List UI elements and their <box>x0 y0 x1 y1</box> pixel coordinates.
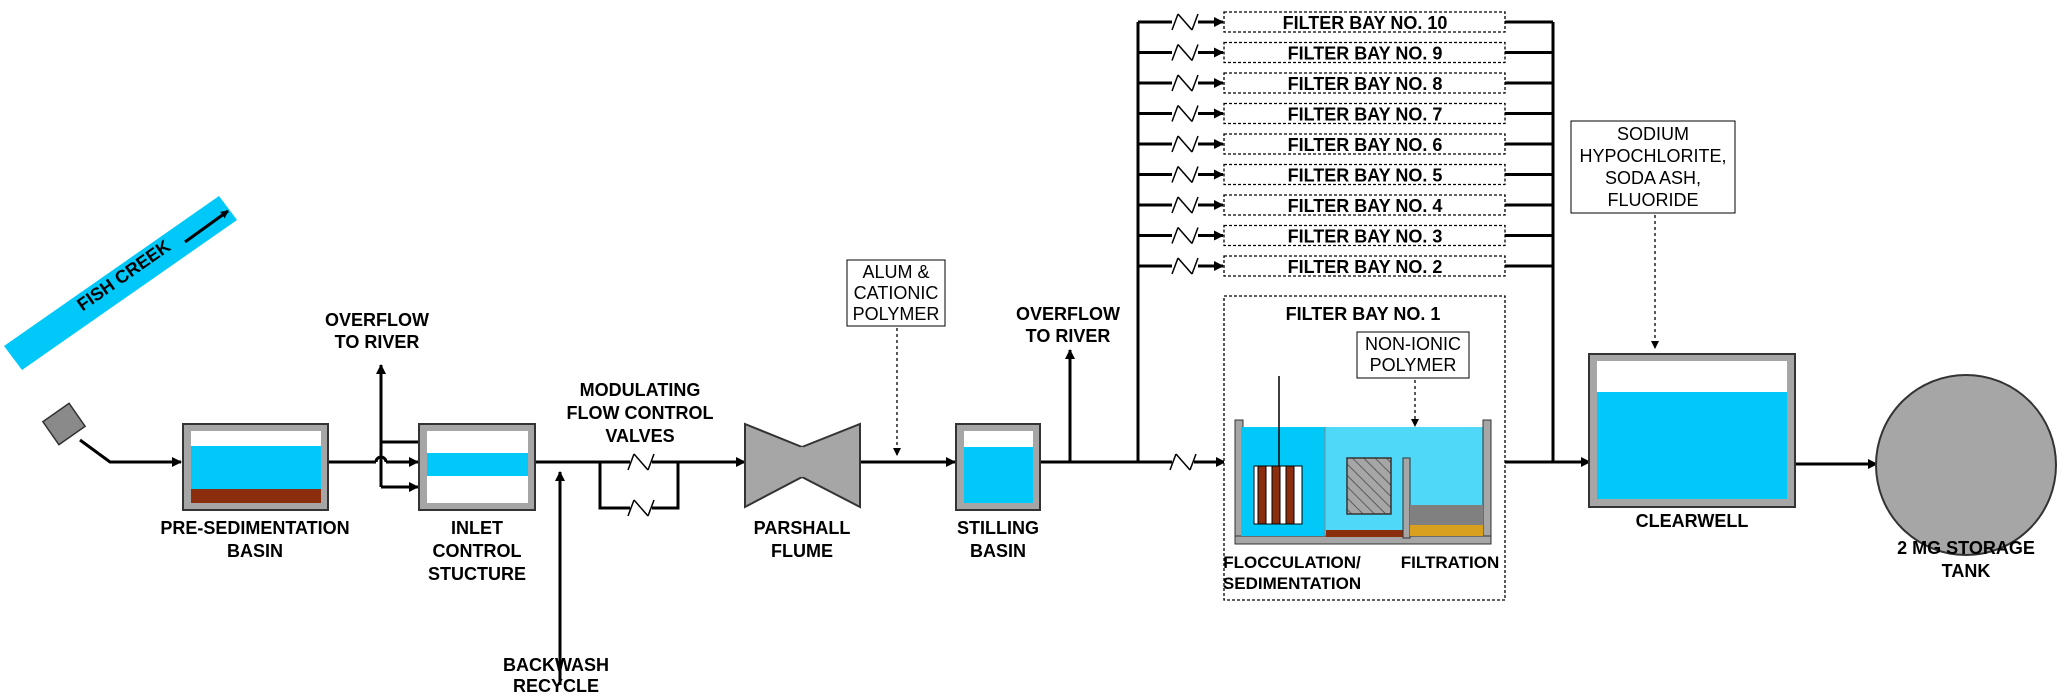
inlet-control-structure: INLET CONTROL STUCTURE <box>418 423 536 584</box>
storage-label-1: 2 MG STORAGE <box>1897 538 2035 558</box>
parshall-label-1: PARSHALL <box>754 518 851 538</box>
filter-bay-label: FILTER BAY NO. 3 <box>1288 227 1443 247</box>
presed-label-1: PRE-SEDIMENTATION <box>160 518 349 538</box>
nonionic-label-1: NON-IONIC <box>1365 334 1461 354</box>
clearwell: CLEARWELL <box>1588 353 1796 531</box>
chemical-callout: SODIUM HYPOCHLORITE, SODA ASH, FLUORIDE <box>1570 120 1736 349</box>
inlet-label-2: CONTROL <box>433 541 522 561</box>
filter-bay-label: FILTER BAY NO. 5 <box>1288 166 1443 186</box>
stilling-label-1: STILLING <box>957 518 1039 538</box>
filter-bay-label: FILTER BAY NO. 6 <box>1288 135 1443 155</box>
stilling-label-2: BASIN <box>970 541 1026 561</box>
valve-icon <box>1171 257 1199 275</box>
stilling-basin: STILLING BASIN <box>955 423 1041 561</box>
filter-bay-row: FILTER BAY NO. 7 <box>1138 102 1553 125</box>
inlet-label-1: INLET <box>451 518 503 538</box>
presed-label-2: BASIN <box>227 541 283 561</box>
valve-icon <box>1171 13 1199 31</box>
overflow-label-1b: TO RIVER <box>335 332 420 352</box>
overflow-label-2a: OVERFLOW <box>1016 304 1120 324</box>
filter-bay-row: FILTER BAY NO. 5 <box>1138 163 1553 186</box>
valve-icon <box>1171 105 1199 122</box>
clearwell-label: CLEARWELL <box>1636 511 1749 531</box>
alum-label-2: CATIONIC <box>854 283 939 303</box>
valve-icon <box>1171 196 1199 214</box>
filter-bay-row: FILTER BAY NO. 8 <box>1138 72 1553 94</box>
creek-stream <box>4 196 237 370</box>
alum-label-3: POLYMER <box>853 304 940 324</box>
fish-creek: FISH CREEK <box>4 196 237 446</box>
valves-label-2: FLOW CONTROL <box>567 403 714 423</box>
valve-icon <box>1171 166 1199 183</box>
filter-bay-row: FILTER BAY NO. 3 <box>1138 224 1553 247</box>
nonionic-label-2: POLYMER <box>1370 355 1457 375</box>
chem-label-4: FLUORIDE <box>1607 190 1698 210</box>
filter-bay-label: FILTER BAY NO. 8 <box>1288 74 1443 94</box>
creek-label: FISH CREEK <box>73 236 174 315</box>
filter-bay-row: FILTER BAY NO. 2 <box>1138 255 1553 277</box>
overflow-label-1a: OVERFLOW <box>325 310 429 330</box>
filter-bay-1: FILTER BAY NO. 1 FLOCCULATION/ SEDIMENTA… <box>1223 295 1506 601</box>
filter-bay-1-label: FILTER BAY NO. 1 <box>1286 304 1441 324</box>
filter-bay-label: FILTER BAY NO. 2 <box>1288 257 1443 277</box>
filter-bay-row: FILTER BAY NO. 4 <box>1138 194 1553 216</box>
valve-icon <box>1171 227 1199 244</box>
chem-label-1: SODIUM <box>1617 124 1689 144</box>
filtration-label: FILTRATION <box>1401 553 1500 572</box>
inlet-label-3: STUCTURE <box>428 564 526 584</box>
valve-icon <box>1171 44 1199 61</box>
filter-bay-label: FILTER BAY NO. 10 <box>1283 13 1448 33</box>
storage-label-2: TANK <box>1942 561 1991 581</box>
backwash-label-2: RECYCLE <box>513 676 599 696</box>
parshall-flume: PARSHALL FLUME <box>744 422 861 561</box>
chem-label-3: SODA ASH, <box>1605 168 1701 188</box>
chem-label-2: HYPOCHLORITE, <box>1579 146 1726 166</box>
valve-symbols <box>626 452 1198 518</box>
filter-bay-row: FILTER BAY NO. 10 <box>1138 11 1553 33</box>
filter-bay-label: FILTER BAY NO. 7 <box>1288 105 1443 125</box>
valve-icon <box>1171 135 1199 153</box>
pre-sedimentation-basin: PRE-SEDIMENTATION BASIN <box>160 423 350 561</box>
creek-flow-arrow <box>184 209 229 244</box>
filter-bay-row: FILTER BAY NO. 9 <box>1138 41 1553 64</box>
parshall-label-2: FLUME <box>771 541 833 561</box>
valves-label-3: VALVES <box>605 426 674 446</box>
alum-label-1: ALUM & <box>862 262 929 282</box>
filter-bay-row: FILTER BAY NO. 6 <box>1138 133 1553 155</box>
valve-icon <box>1171 74 1199 92</box>
valves-label-1: MODULATING <box>580 380 701 400</box>
flocsed-label-1: FLOCCULATION/ <box>1223 553 1361 572</box>
filter-bay-list: FILTER BAY NO. 10 FILTER BAY NO. 9 FILTER … <box>1138 11 1553 277</box>
storage-tank: 2 MG STORAGE TANK <box>1875 374 2057 581</box>
flocsed-label-2: SEDIMENTATION <box>1223 574 1361 593</box>
filter-bay-label: FILTER BAY NO. 9 <box>1288 44 1443 64</box>
backwash-label-1: BACKWASH <box>503 655 609 675</box>
alum-callout: ALUM & CATIONIC POLYMER <box>846 259 946 456</box>
intake-structure <box>41 402 87 446</box>
overflow-label-2b: TO RIVER <box>1026 326 1111 346</box>
filter-bay-label: FILTER BAY NO. 4 <box>1288 196 1443 216</box>
